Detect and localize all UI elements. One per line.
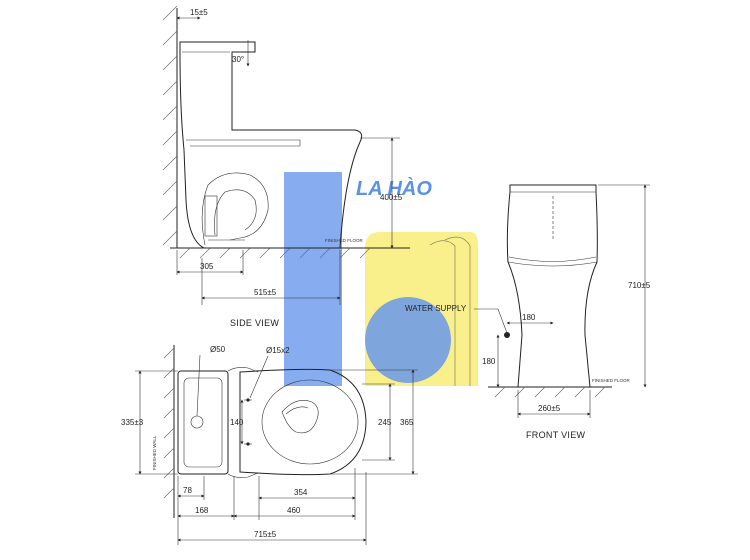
dim-hole-spacing: 140 <box>230 418 244 427</box>
logo-blue-circle <box>365 297 451 383</box>
dim-overall-length: 715±5 <box>254 530 277 539</box>
wall-label: FINISHED WALL <box>152 435 157 470</box>
side-floor-label: FINISHED FLOOR <box>325 238 364 243</box>
dim-bolt-holes: Ø15x2 <box>266 346 290 355</box>
dim-outlet: 305 <box>200 262 214 271</box>
front-profile <box>506 184 598 388</box>
bowl-outline <box>239 368 367 476</box>
dim-side-height: 400±5 <box>380 193 403 202</box>
dim-top-offset: 15±5 <box>190 8 208 17</box>
water-supply-point <box>504 332 510 338</box>
front-view-title: FRONT VIEW <box>526 430 586 440</box>
side-view: FINISHED FLOOR 15±5 30° 400±5 305 515±5 … <box>162 5 410 328</box>
dim-depth: 515±5 <box>254 288 277 297</box>
dim-bowl-length: 460 <box>287 506 301 515</box>
side-view-title: SIDE VIEW <box>230 318 279 328</box>
dim-wall-offset: 78 <box>183 486 192 495</box>
water-supply-label: WATER SUPPLY <box>405 304 467 313</box>
dim-supply-h: 180 <box>482 357 496 366</box>
dim-bowl-width: 245 <box>378 418 392 427</box>
dim-button-dia: Ø50 <box>210 345 226 354</box>
dim-overall-width: 365 <box>400 418 414 427</box>
dim-outlet-top: 168 <box>195 506 209 515</box>
front-floor-label: FINISHED FLOOR <box>592 378 631 383</box>
brand-name: LA HÀO <box>356 177 432 200</box>
dim-front-height: 710±5 <box>628 281 651 290</box>
flush-button <box>190 415 204 429</box>
dim-bowl-inner: 354 <box>294 488 308 497</box>
top-view: FINISHED WALL Ø50 Ø15x2 140 335±3 245 <box>121 345 418 545</box>
dim-lid-angle: 30° <box>232 55 244 64</box>
tank-outline <box>177 370 229 475</box>
front-view: FINISHED FLOOR WATER SUPPLY 180 180 710±… <box>405 184 651 440</box>
brand-watermark: LA HÀO <box>284 172 478 386</box>
side-profile <box>179 41 363 249</box>
dim-base-width: 260±5 <box>538 404 561 413</box>
dim-tank-width: 335±3 <box>121 418 144 427</box>
logo-blue-bar <box>284 172 342 386</box>
dim-supply-x: 180 <box>522 313 536 322</box>
